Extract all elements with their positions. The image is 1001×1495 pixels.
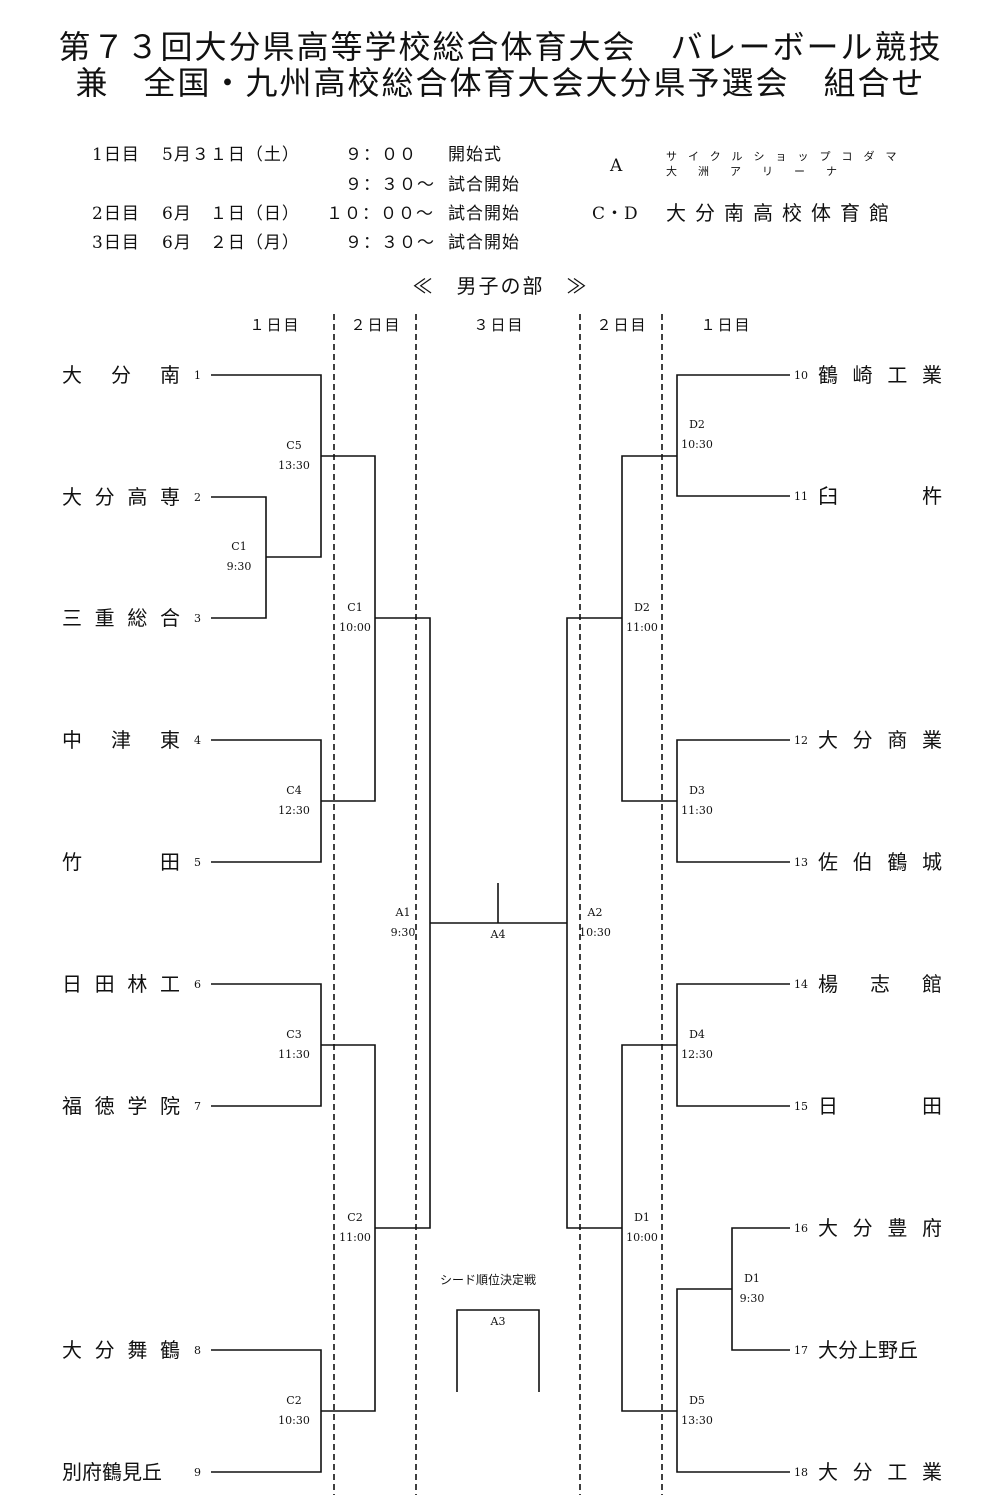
right-bracket-d3	[676, 739, 790, 863]
venue-a-name-line1: サイクルショップコダマ	[666, 150, 908, 163]
venue-a-label: A	[610, 156, 624, 176]
team-left-1: 大分南	[62, 363, 180, 387]
right-bracket-d2-first	[676, 374, 790, 497]
match-label-a4: A4	[490, 928, 506, 941]
seed-number: 4	[194, 734, 201, 747]
schedule-time: ９：３０～	[345, 175, 435, 195]
schedule-day: 2日目	[92, 204, 140, 224]
team-right-11: 臼杵	[818, 484, 942, 508]
seed-number: 15	[794, 1100, 808, 1113]
seed-number: 16	[794, 1222, 808, 1235]
seed-number: 1	[194, 369, 201, 382]
schedule-time: １０：００～	[326, 204, 434, 224]
match-label-a3: A3	[490, 1315, 506, 1328]
team-right-12: 大分商業	[818, 728, 942, 752]
day-header: １日目	[249, 316, 301, 334]
schedule-date: 6月 ２日（月）	[162, 233, 300, 253]
schedule-date: 5月３１日（土）	[162, 145, 300, 165]
left-bracket-c2-second	[321, 1044, 376, 1412]
day-header: ２日目	[596, 316, 648, 334]
seed-number: 3	[194, 612, 201, 625]
team-right-18: 大分工業	[818, 1460, 942, 1484]
team-left-9: 別府鶴見丘	[62, 1460, 162, 1484]
schedule-event: 試合開始	[448, 204, 520, 224]
seed-number: 5	[194, 856, 201, 869]
schedule-event: 試合開始	[448, 175, 520, 195]
team-left-7: 福徳学院	[62, 1094, 180, 1118]
right-bracket-d2-second	[621, 455, 677, 802]
division-heading: ≪ 男子の部 ≫	[412, 274, 589, 298]
team-left-5: 竹田	[62, 850, 180, 874]
schedule-day: 1日目	[92, 145, 140, 165]
team-left-4: 中津東	[62, 728, 180, 752]
venue-a-name-line2: 大洲アリーナ	[666, 165, 858, 178]
schedule-date: 6月 １日（日）	[162, 204, 300, 224]
schedule-event: 試合開始	[448, 233, 520, 253]
seed-number: 8	[194, 1344, 201, 1357]
team-left-2: 大分高専	[62, 485, 180, 509]
schedule-time: ９：００	[345, 145, 417, 165]
team-right-16: 大分豊府	[818, 1216, 942, 1240]
right-bracket-d5	[676, 1288, 790, 1473]
seed-number: 2	[194, 491, 201, 504]
team-left-8: 大分舞鶴	[62, 1338, 180, 1362]
day-header: １日目	[700, 316, 752, 334]
right-bracket-a2	[566, 617, 622, 1229]
team-right-13: 佐伯鶴城	[818, 850, 942, 874]
left-bracket-c1-first	[211, 496, 267, 619]
venue-cd-label: C・D	[592, 204, 639, 224]
schedule-day: 3日目	[92, 233, 140, 253]
team-left-3: 三重総合	[62, 606, 180, 630]
team-right-10: 鶴崎工業	[818, 363, 942, 387]
page-title-line2: 兼 全国・九州高校総合体育大会大分県予選会 組合せ	[75, 64, 926, 102]
left-bracket-c2-first	[211, 1349, 322, 1473]
venue-cd-name: 大分南高校体育館	[666, 201, 898, 225]
team-right-17: 大分上野丘	[818, 1338, 918, 1362]
day-header: ２日目	[350, 316, 402, 334]
left-bracket-c1-second	[321, 455, 376, 802]
seeding-bracket	[456, 1309, 540, 1392]
schedule-event: 開始式	[448, 145, 502, 165]
day-header: ３日目	[473, 316, 525, 334]
team-right-15: 日田	[818, 1094, 942, 1118]
seed-number: 9	[194, 1466, 201, 1479]
seed-number: 10	[794, 369, 808, 382]
seed-number: 11	[794, 490, 808, 503]
seed-number: 7	[194, 1100, 201, 1113]
schedule-time: ９：３０～	[345, 233, 435, 253]
left-bracket-c5-lower	[211, 374, 322, 558]
page-title-line1: 第７３回大分県高等学校総合体育大会 バレーボール競技	[58, 28, 943, 66]
left-bracket-c4	[211, 739, 322, 863]
team-right-14: 楊志館	[818, 972, 942, 996]
right-bracket-d1-second	[621, 1044, 677, 1412]
seed-number: 18	[794, 1466, 808, 1479]
seed-number: 6	[194, 978, 201, 991]
seeding-match-title: シード順位決定戦	[440, 1273, 537, 1287]
seed-number: 12	[794, 734, 808, 747]
seed-number: 17	[794, 1344, 808, 1357]
seed-number: 14	[794, 978, 808, 991]
team-left-6: 日田林工	[62, 972, 180, 996]
seed-number: 13	[794, 856, 808, 869]
